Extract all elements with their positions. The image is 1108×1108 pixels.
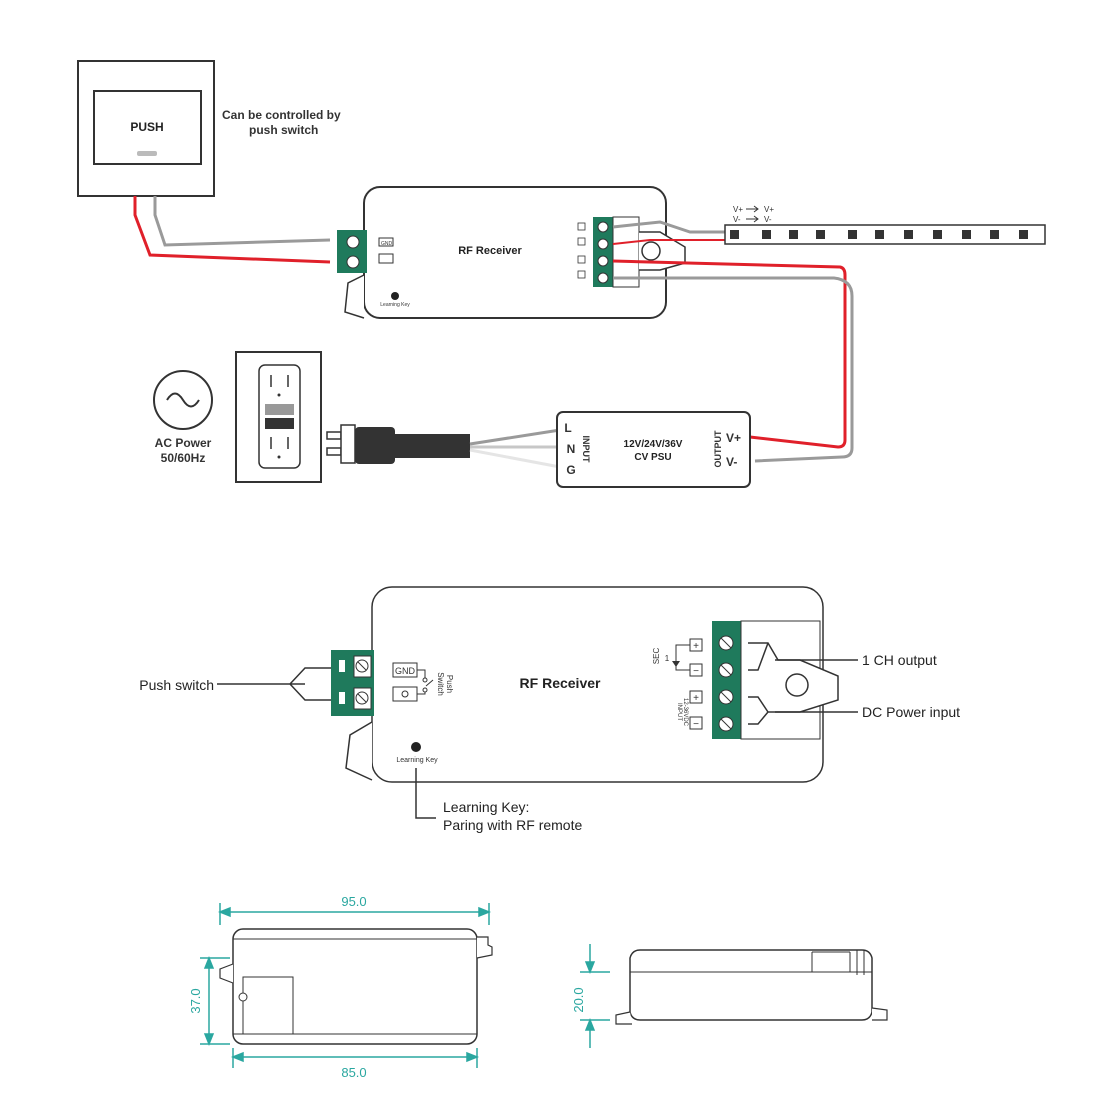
strip-vminus-a: V- [733, 215, 741, 224]
psu-G: G [566, 463, 575, 477]
detail-sec: SEC [652, 648, 661, 665]
receiver-title-small: RF Receiver [458, 245, 522, 257]
detail-receiver-title: RF Receiver [520, 675, 601, 691]
detail-minus-1: − [693, 666, 699, 677]
dimension-lines-top [200, 903, 492, 1068]
dim-width: 37.0 [188, 988, 203, 1013]
psu-input-wires [469, 428, 561, 469]
detail-push: Push [445, 675, 454, 693]
detail-gnd: GND [395, 666, 416, 676]
strip-vplus-a: V+ [733, 205, 743, 214]
callout-lines [217, 642, 858, 819]
detail-learning-key: Learning Key [396, 757, 438, 764]
psu-N: N [567, 442, 576, 456]
push-switch-wires [133, 196, 331, 264]
detail-switch: Switch [436, 672, 445, 696]
led-strip: V+ V+ V- V- [724, 205, 1046, 245]
psu-L: L [564, 421, 571, 435]
dim-inner-length: 85.0 [341, 1065, 366, 1080]
receiver-wiring: GND RF Receiver Learning Key [337, 186, 686, 319]
wall-outlet [235, 351, 322, 483]
detail-input: INPUT [676, 703, 682, 721]
callout-1ch-output: 1 CH output [862, 652, 937, 668]
psu-line2: CV PSU [634, 452, 671, 463]
dimension-side-view [615, 949, 888, 1025]
push-note-line2: push switch [249, 123, 318, 137]
detail-minus-2: − [693, 719, 699, 730]
psu-line1: 12V/24V/36V [624, 439, 683, 450]
callout-dc-power-input: DC Power input [862, 704, 960, 720]
receiver-gnd-small: GND [381, 241, 393, 247]
dimension-lines-side [580, 944, 610, 1048]
psu-input: INPUT [581, 436, 591, 464]
push-label: PUSH [130, 120, 163, 134]
dim-height: 20.0 [571, 987, 586, 1012]
push-switch-plate: PUSH [77, 60, 215, 197]
learning-key-small: Learning Key [380, 302, 410, 308]
detail-plus-1: + [693, 641, 699, 652]
strip-vplus-b: V+ [764, 205, 774, 214]
ac-power-symbol: AC Power 50/60Hz [153, 370, 213, 465]
ac-label-line2: 50/60Hz [161, 451, 206, 465]
strip-vminus-b: V- [764, 215, 772, 224]
psu-vminus: V- [726, 455, 737, 469]
ac-label-line1: AC Power [155, 436, 212, 450]
dimension-top-view [219, 928, 493, 1045]
callout-learning-line1: Learning Key: [443, 799, 529, 815]
psu-vplus: V+ [726, 431, 741, 445]
detail-plus-2: + [693, 693, 699, 704]
output-wires [612, 220, 854, 463]
detail-sec-num: 1 [665, 654, 670, 663]
detail-input-voltage: 12-36VDC [682, 698, 688, 727]
push-note-line1: Can be controlled by [222, 108, 341, 122]
psu: L N G INPUT 12V/24V/36V CV PSU OUTPUT V+… [556, 411, 751, 488]
power-plug [326, 424, 470, 464]
receiver-detail: GND Push Switch RF Receiver Learning Key… [331, 586, 839, 783]
dim-length: 95.0 [341, 894, 366, 909]
callout-push-switch: Push switch [139, 677, 214, 693]
psu-output: OUTPUT [713, 430, 723, 468]
callout-learning-line2: Paring with RF remote [443, 817, 582, 833]
